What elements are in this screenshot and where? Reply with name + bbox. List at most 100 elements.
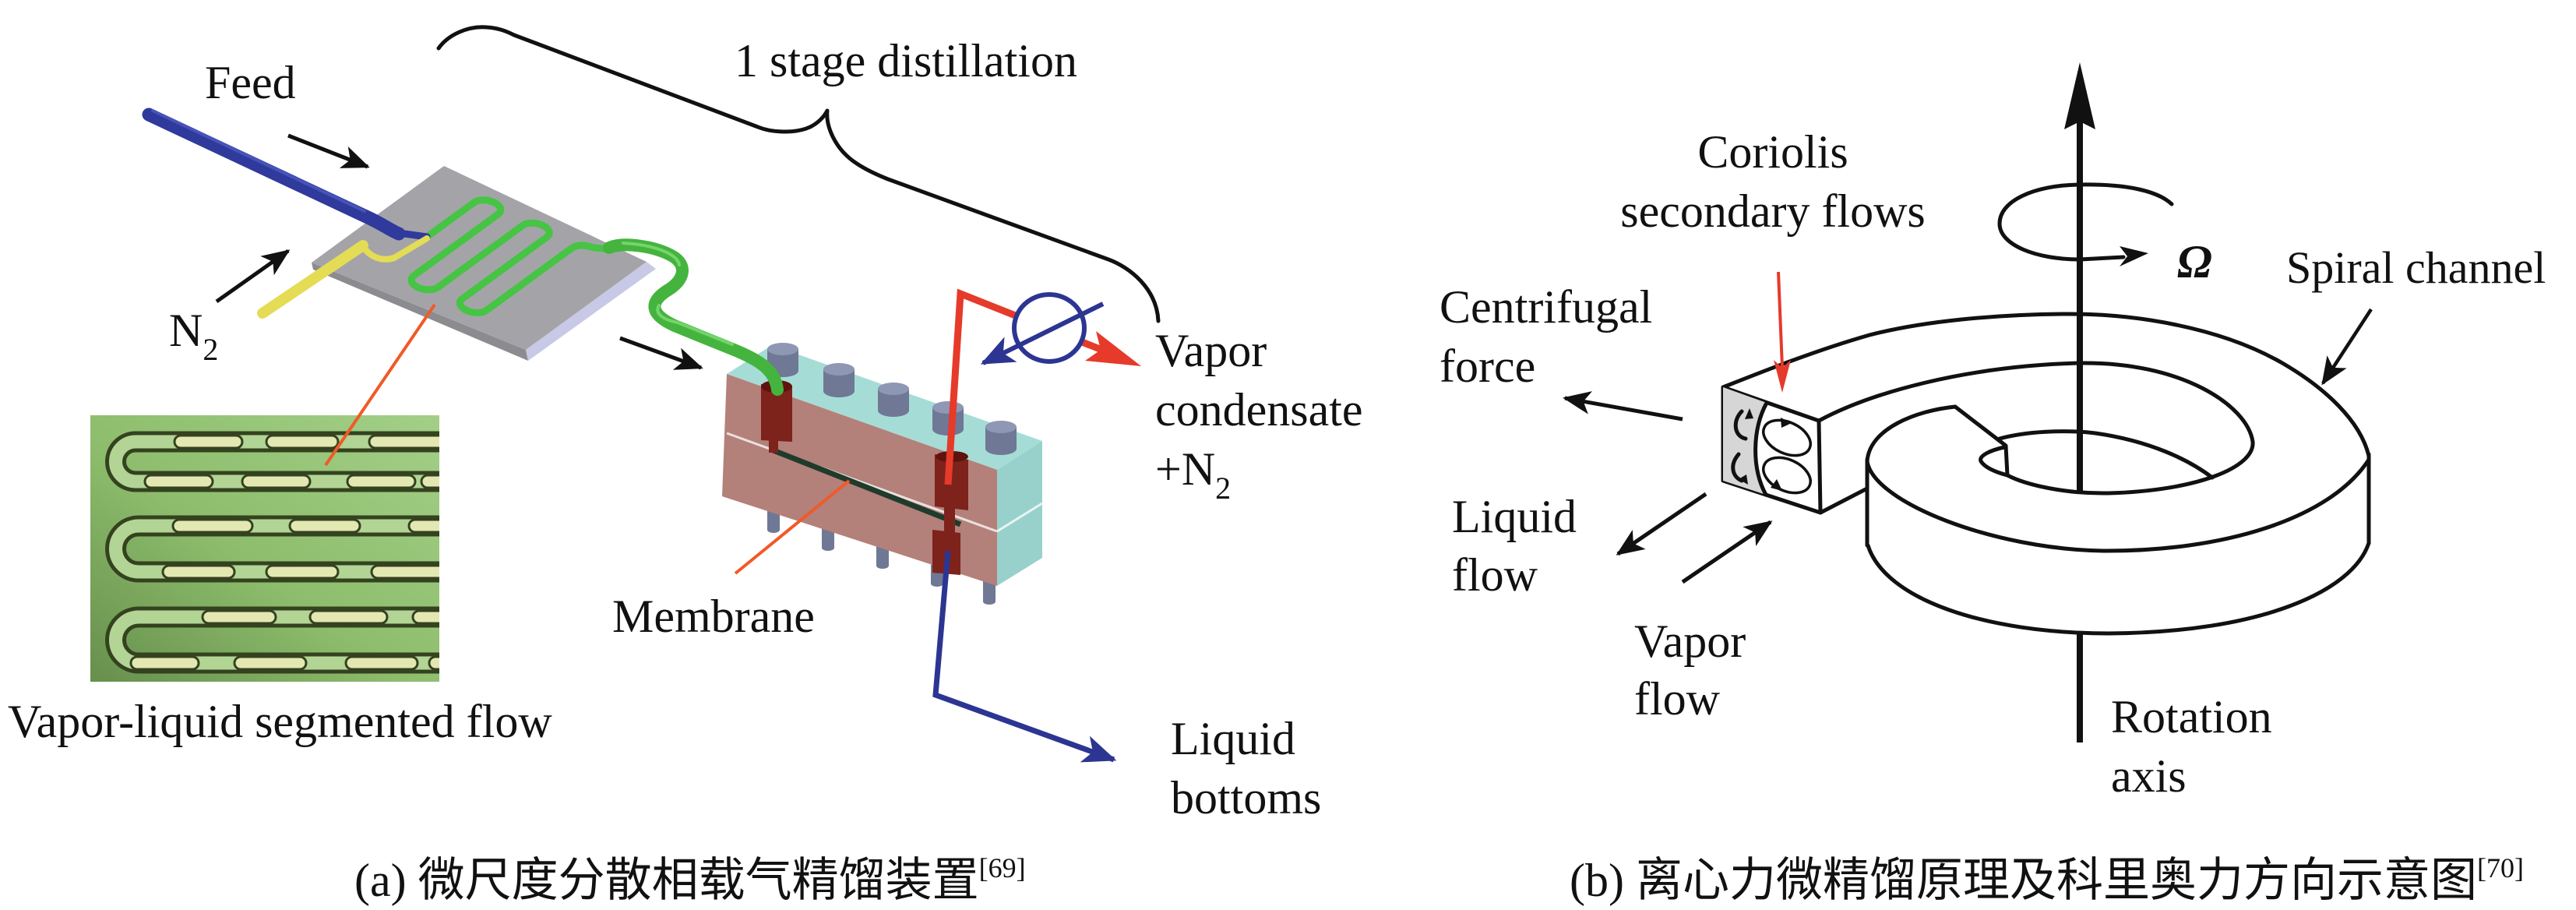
n2-tube-on-chip [360,235,430,263]
module-bolt-head [878,383,909,395]
liquid-flow-label-line2: flow [1452,549,1538,601]
n2-label: N2 [169,305,218,367]
centrifugal-label-line2: force [1440,340,1535,392]
coriolis-label-line2: secondary flows [1620,185,1926,237]
vapor-bubble [288,518,361,534]
spiral-inner-edge [1817,361,2255,496]
vapor-bubbles [129,434,439,671]
rotation-axis-label-line1: Rotation [2111,691,2272,742]
centrifugal-force-arrow [1563,391,1683,421]
n2-arrow [215,249,291,304]
vapor-bubble [265,434,340,450]
vapor-condensate-label-line3: +N2 [1155,443,1231,506]
vapor-bubble [420,474,439,489]
photo-channel-loop [109,519,439,579]
liquid-flow-label-line1: Liquid [1452,491,1577,542]
segmented-flow-photo [90,415,439,682]
vapor-bubble [407,518,439,534]
rotation-axis-arrowhead [2064,62,2095,129]
membrane-pointer [734,479,851,575]
coriolis-arrowhead [1774,360,1791,393]
membrane-label: Membrane [612,591,815,642]
condenser-coolant-arrow [980,302,1105,365]
caption-b-reference: [70] [2477,852,2524,884]
vapor-bubble [143,474,214,489]
feed-port-neck [769,440,778,453]
vapor-bubble [346,474,417,489]
rotation-direction-arc [1997,182,2174,262]
membrane-module [722,343,1043,605]
coriolis-arrow [1777,271,1784,369]
panel-a: 1 stage distillation Feed N2 [8,25,1363,906]
spiral-outer-edge [1721,312,2371,458]
module-bolt [878,389,909,417]
coriolis-label-line1: Coriolis [1697,126,1848,178]
module-pin [822,527,834,551]
vapor-bubble [370,564,439,580]
vapor-bubble [171,518,254,534]
spiral-inner-end-cap [1979,445,2010,478]
vortex-upper [1762,418,1812,457]
spiral-hole-floor-edge [1997,429,2215,480]
vortex-upper-arrowhead [1781,418,1792,428]
microchip [312,166,656,361]
vapor-outlet-arrowhead [1085,331,1141,366]
vapor-condensate-label-line2: condensate [1155,384,1363,436]
feed-arrow [287,133,370,169]
module-pin [983,580,996,605]
module-split-line-side [996,502,1043,533]
liquid-bottoms-line [932,550,1117,763]
module-right-face [997,441,1042,586]
serpentine-channel-path [382,192,611,327]
chip-serpentine-channel [382,192,611,327]
stage-label: 1 stage distillation [735,35,1077,86]
vapor-flow-label-line2: flow [1634,673,1721,725]
photo-channel-loop [109,435,439,489]
module-bolt-head [932,401,964,414]
membrane [770,446,962,527]
caption-a: (a) 微尺度分散相载气精馏装置[69] [354,852,1026,906]
port-neck [944,506,955,533]
vapor-bubble [368,434,439,450]
rotation-axis-label-line2: axis [2111,750,2187,802]
film-circulation-lower-arrowhead [1739,474,1748,485]
module-pin [876,545,889,569]
vortex-lower-arrowhead [1771,479,1782,491]
spiral-channel-label: Spiral channel [2286,242,2546,293]
rotation-direction-arrowhead [2120,246,2148,266]
vapor-bubble [129,655,200,671]
module-bolt-head [823,363,855,376]
film-circulation-upper-arrowhead [1745,408,1753,419]
centrifugal-label-line1: Centrifugal [1440,281,1652,333]
vapor-bubble [308,609,389,625]
vapor-bubble [344,655,419,671]
liquid-film-boundary [1753,400,1769,497]
chip-to-photo-pointer [324,303,436,467]
liquid-bottoms-label-line2: bottoms [1171,772,1321,824]
vapor-bubble [201,609,277,625]
vapor-flow-arrow [1681,520,1773,584]
vapor-bubble [428,655,439,671]
spiral-channel-drawing [1721,312,2371,636]
spiral-channel-arrow [2321,308,2373,386]
vapor-flow-label-line1: Vapor [1634,615,1746,667]
vapor-bubble [233,655,308,671]
vapor-condensate-n2: +N [1155,443,1215,495]
chip-outlet-tube-highlight [622,242,734,346]
vapor-bubble [265,564,340,580]
caption-a-text: (a) 微尺度分散相载气精馏装置 [354,855,979,906]
n2-tube [257,240,368,319]
feed-port [761,384,792,442]
feed-tube-highlight [151,109,366,213]
photo-background [90,415,439,682]
panel-b: Ω Spiral channel Coriolis secondary flow… [1440,62,2546,906]
film-circulation-upper [1733,409,1748,441]
vapor-bubble [173,434,244,450]
liquid-flow-arrow [1616,492,1707,556]
feed-tube-tip [389,228,431,241]
to-module-arrow [619,336,703,370]
vapor-bubble [241,474,312,489]
vapor-condensate-n2-subscript: 2 [1215,471,1231,506]
module-bolt-head [767,343,798,355]
